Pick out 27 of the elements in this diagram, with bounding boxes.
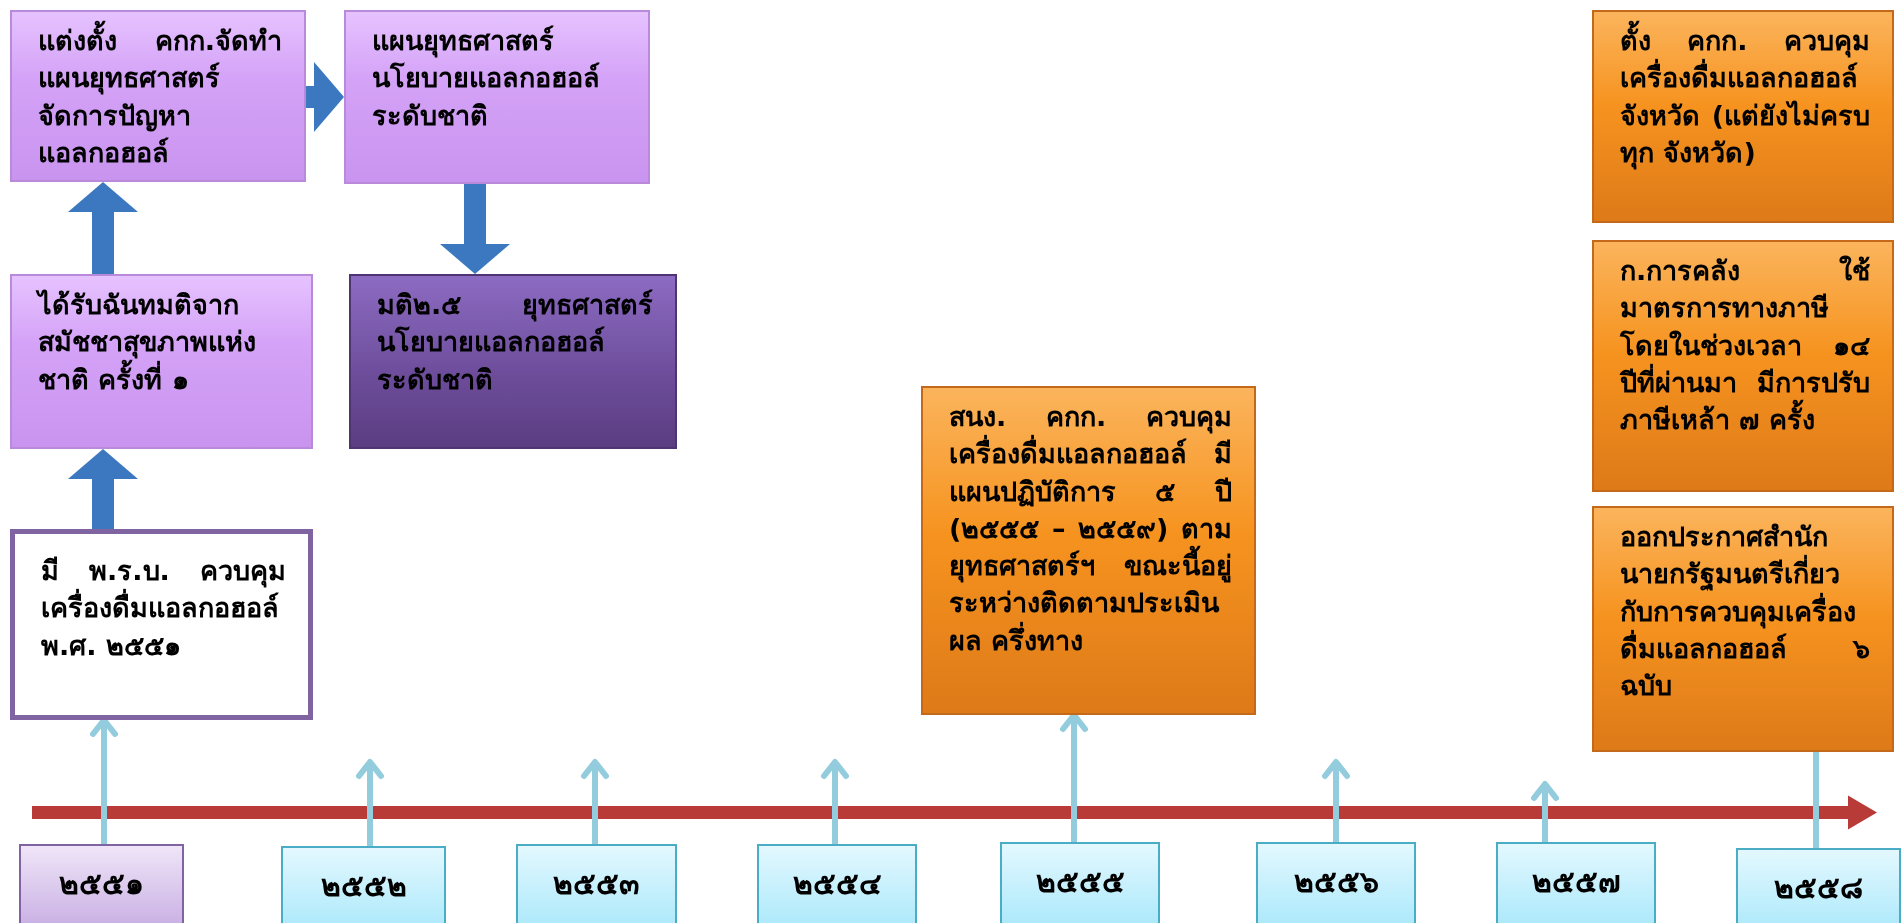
event-box: แต่งตั้ง คกก.จัดทำแผนยุทธศาสตร์จัดการปัญหาแอลกอฮอล์ — [10, 10, 306, 182]
event-box: ตั้ง คกก. ควบคุมเครื่องดื่มแอลกอฮอล์จังหวัด (แต่ยังไม่ครบทุก จังหวัด) — [1592, 10, 1894, 223]
year-box: ๒๕๕๑ — [19, 844, 184, 923]
arrow — [581, 759, 609, 844]
year-box: ๒๕๕๘ — [1736, 848, 1901, 923]
year-box: ๒๕๕๕ — [1000, 842, 1160, 923]
event-box: ได้รับฉันทมติจากสมัชชาสุขภาพแห่งชาติ ครั้งที่ ๑ — [10, 274, 313, 449]
event-box: มี พ.ร.บ. ควบคุมเครื่องดื่มแอลกอฮอล์ พ.ศ. ๒๕๕๑ — [10, 529, 313, 720]
event-box: ออกประกาศสำนักนายกรัฐมนตรีเกี่ยวกับการควบคุมเครื่องดื่มแอลกอฮอล์ ๖ ฉบับ — [1592, 506, 1894, 752]
year-box: ๒๕๕๓ — [516, 844, 677, 923]
arrow — [356, 759, 384, 846]
block-arrow — [68, 449, 138, 529]
arrow — [1322, 759, 1350, 842]
year-box: ๒๕๕๗ — [1496, 842, 1656, 923]
block-arrow — [68, 182, 138, 274]
block-arrow — [440, 184, 510, 274]
connector-line — [1813, 752, 1819, 848]
year-box: ๒๕๕๖ — [1256, 842, 1416, 923]
arrow — [1531, 781, 1559, 842]
year-box: ๒๕๕๒ — [281, 846, 446, 923]
event-box: มติ๒.๕ ยุทธศาสตร์นโยบายแอลกอฮอล์ระดับชาติ — [349, 274, 677, 449]
block-arrow — [306, 62, 344, 132]
year-box: ๒๕๕๔ — [757, 844, 917, 923]
event-box: สนง. คกก. ควบคุมเครื่องดื่มแอลกอฮอล์ มี แผนปฏิบัติการ ๕ ปี (๒๕๕๕ – ๒๕๕๙) ตามยุทธศาสตร์ฯ ขณะนี้อยู่ระหว่างติดตามประเมินผล ครึ่งทาง — [921, 386, 1256, 715]
event-box: ก.การคลัง ใช้มาตรการทางภาษีโดยในช่วงเวลา ๑๔ ปีที่ผ่านมา มีการปรับภาษีเหล้า ๗ ครั้ง — [1592, 240, 1894, 492]
arrow — [821, 759, 849, 844]
event-box: แผนยุทธศาสตร์นโยบายแอลกอฮอล์ระดับชาติ — [344, 10, 650, 184]
